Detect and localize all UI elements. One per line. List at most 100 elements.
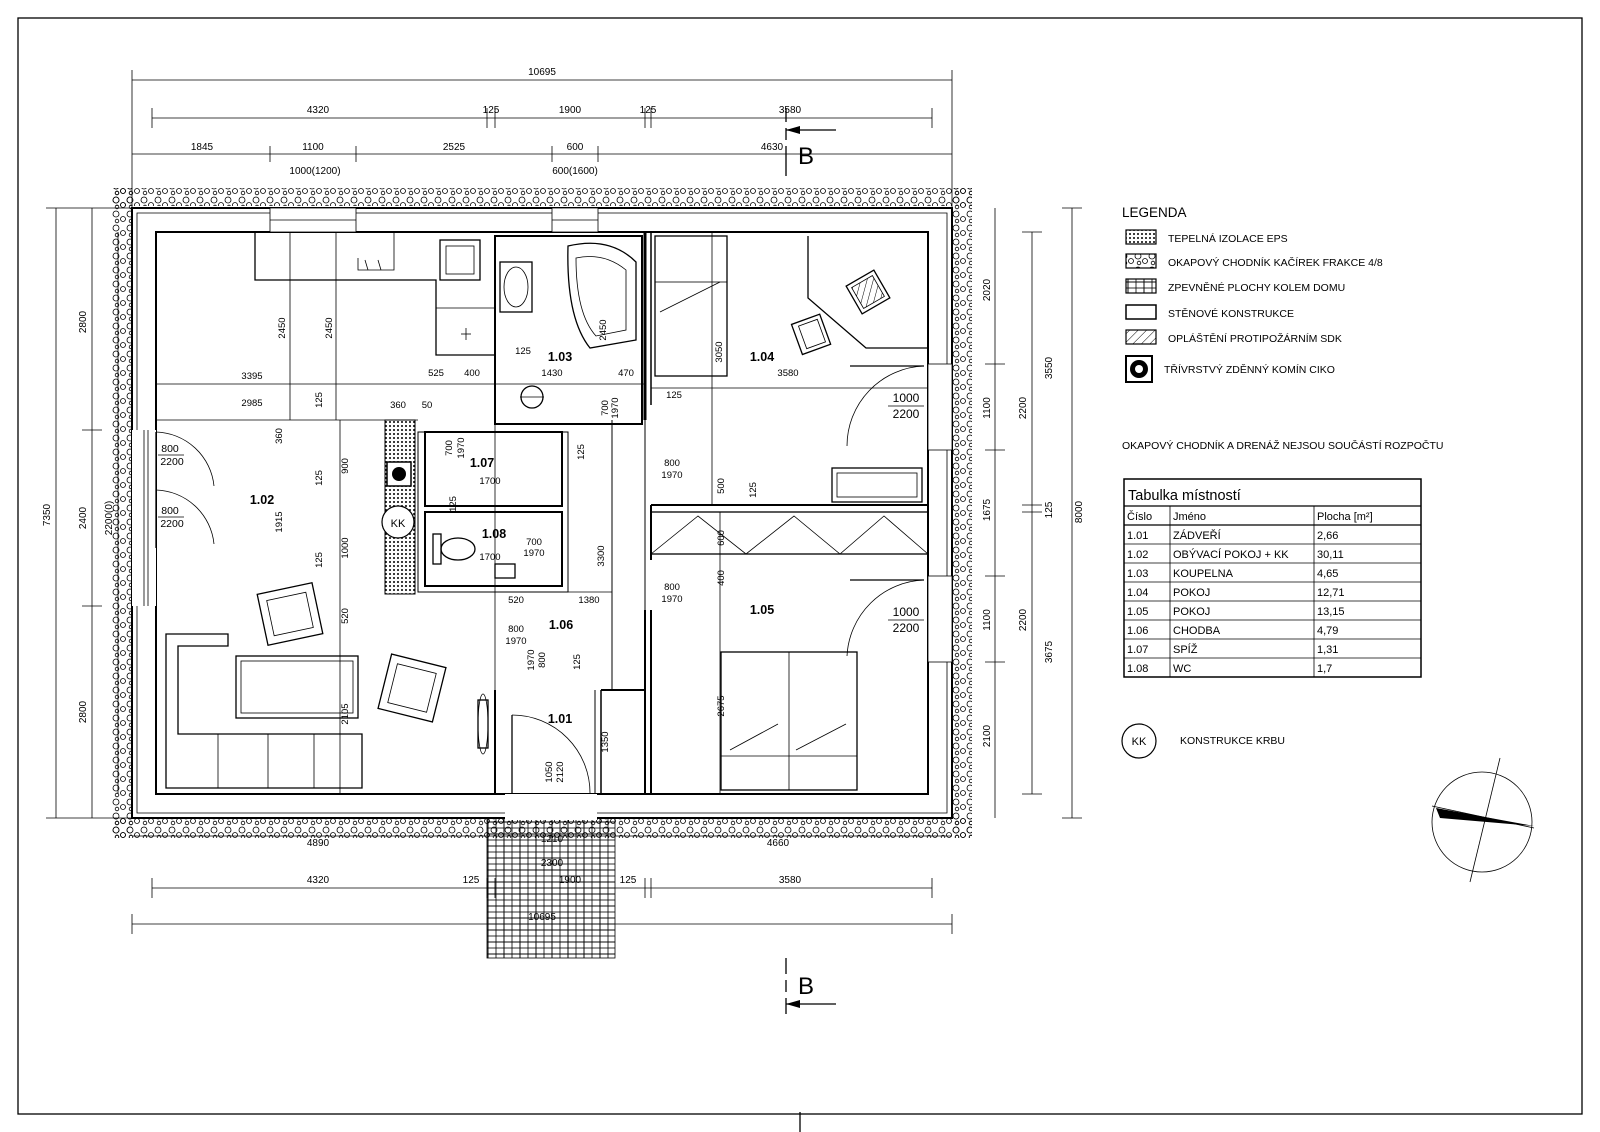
room-1-06: 1.06 bbox=[549, 618, 573, 632]
dim-left-2: 2800 bbox=[78, 700, 89, 723]
tv-icon bbox=[477, 699, 489, 749]
legend-swatch-walls bbox=[1125, 304, 1157, 320]
th-area: Plocha [m²] bbox=[1317, 511, 1373, 523]
table-cell: 1.03 bbox=[1127, 568, 1148, 580]
table-cell: POKOJ bbox=[1173, 606, 1210, 618]
room-1-05: 1.05 bbox=[750, 603, 774, 617]
kitchen-counter bbox=[254, 232, 495, 356]
room-1-01: 1.01 bbox=[548, 712, 572, 726]
table-cell: 1,31 bbox=[1317, 644, 1338, 656]
door3-height: 2200 bbox=[893, 407, 920, 421]
table-cell: CHODBA bbox=[1173, 625, 1221, 637]
room-numbers: 1.01 1.02 1.03 1.04 1.05 1.06 1.07 1.08 bbox=[250, 350, 774, 726]
toilet-icon bbox=[440, 537, 476, 561]
dim-50: 50 bbox=[422, 400, 433, 411]
dimension-texts: 10695 4320 125 1900 125 3580 1845 1100 2… bbox=[42, 67, 1085, 923]
dim-top2-2: 1900 bbox=[559, 105, 582, 116]
dim-bottom-3: 125 bbox=[620, 875, 637, 886]
desk-104-icon bbox=[807, 236, 928, 349]
bathtub-icon bbox=[567, 242, 637, 349]
dim-right-mid-2: 3675 bbox=[1044, 640, 1055, 663]
table-cell: 1.05 bbox=[1127, 606, 1148, 618]
room-table: Tabulka místností Číslo Jméno Plocha [m²… bbox=[1123, 478, 1422, 678]
dim-125c: 125 bbox=[314, 552, 325, 568]
dim-bottom-1: 125 bbox=[463, 875, 480, 886]
dim-top3-4: 4630 bbox=[761, 142, 784, 153]
dim-1970f: 1970 bbox=[661, 470, 682, 481]
dim-right-3: 1100 bbox=[982, 609, 993, 631]
dim-top3-1: 1100 bbox=[302, 142, 324, 153]
dim-125b: 125 bbox=[314, 470, 325, 486]
dim-360a: 360 bbox=[390, 400, 406, 411]
dim-1970b: 1970 bbox=[456, 437, 467, 458]
dim-125e: 125 bbox=[576, 444, 587, 460]
coffee-table-icon bbox=[235, 655, 359, 719]
dim-bottom-4: 3580 bbox=[779, 875, 802, 886]
section-mark-top: B bbox=[798, 143, 814, 170]
table-cell: OBÝVACÍ POKOJ + KK bbox=[1173, 548, 1289, 561]
dim-left-1: 2400 bbox=[78, 506, 89, 529]
wc-sink-icon bbox=[494, 563, 516, 579]
dim-top2-1: 125 bbox=[483, 105, 500, 116]
legend-item-2: ZPEVNĚNÉ PLOCHY KOLEM DOMU bbox=[1168, 281, 1345, 294]
dim-360b: 360 bbox=[274, 428, 285, 444]
table-cell: WC bbox=[1173, 663, 1191, 675]
dim-right-4: 2100 bbox=[982, 724, 993, 747]
legend: LEGENDA TEPELNÁ IZOLACE EPS OKAPOVÝ CHOD… bbox=[1122, 205, 1443, 452]
legend-swatch-paving bbox=[1125, 278, 1157, 294]
dim-2120: 2120 bbox=[555, 761, 566, 782]
fireplace-kk-symbol bbox=[381, 505, 415, 539]
legend-swatch-sdk bbox=[1125, 329, 1157, 345]
table-cell: 1.08 bbox=[1127, 663, 1148, 675]
dim-window-a: 1000(1200) bbox=[289, 166, 340, 177]
legend-item-5: TŘÍVRSTVÝ ZDĚNNÝ KOMÍN CIKO bbox=[1164, 363, 1335, 376]
dimension-lines bbox=[46, 70, 1082, 934]
dim-1970e: 1970 bbox=[526, 649, 537, 670]
legend-item-1: OKAPOVÝ CHODNÍK KAČÍREK FRAKCE 4/8 bbox=[1168, 256, 1383, 269]
door-swings bbox=[155, 365, 925, 795]
washbasin-icon bbox=[499, 261, 533, 313]
room104-furniture bbox=[654, 235, 928, 503]
table-cell: SPÍŽ bbox=[1173, 643, 1198, 656]
dim-800d: 800 bbox=[664, 582, 680, 593]
dim-total-top: 10695 bbox=[528, 67, 556, 78]
dim-700c: 700 bbox=[526, 537, 542, 548]
table-cell: 2,66 bbox=[1317, 530, 1338, 542]
dim-520a: 520 bbox=[340, 608, 351, 624]
dim-1970d: 1970 bbox=[505, 636, 526, 647]
dim-2105: 2105 bbox=[340, 703, 351, 724]
dim-window-b: 600(1600) bbox=[552, 166, 598, 177]
dim-800a: 800 bbox=[508, 624, 524, 635]
dim-470: 470 bbox=[618, 368, 634, 379]
dim-125d: 125 bbox=[515, 346, 531, 357]
wardrobe-104-icon bbox=[831, 467, 923, 503]
table-cell: 4,79 bbox=[1317, 625, 1338, 637]
sofa-icon bbox=[165, 633, 363, 789]
dim-1700a: 1700 bbox=[479, 476, 500, 487]
table-cell: POKOJ bbox=[1173, 587, 1210, 599]
dim-1970a: 1970 bbox=[610, 397, 621, 418]
door-labels: 800 2200 800 2200 1000 2200 1000 2200 bbox=[158, 391, 924, 635]
outer-walls bbox=[131, 207, 953, 820]
fireplace-kk-label: KK bbox=[391, 518, 406, 530]
dim-left-0: 2800 bbox=[78, 310, 89, 333]
dim-3395: 3395 bbox=[241, 371, 262, 382]
legend-title: LEGENDA bbox=[1122, 205, 1187, 220]
armchair-right-icon bbox=[377, 653, 447, 723]
dim-700b: 700 bbox=[444, 440, 455, 456]
gravel-band bbox=[112, 188, 972, 838]
table-cell: 4,65 bbox=[1317, 568, 1338, 580]
door2-width: 800 bbox=[161, 505, 179, 517]
door4-width: 1000 bbox=[893, 605, 920, 619]
dim-right-outer: 8000 bbox=[1074, 500, 1085, 523]
room-1-04: 1.04 bbox=[750, 350, 774, 364]
door1-height: 2200 bbox=[160, 456, 184, 468]
dim-125f: 125 bbox=[448, 496, 459, 512]
dim-right-mid-1: 125 bbox=[1044, 501, 1055, 518]
dim-125i: 125 bbox=[748, 482, 759, 498]
bathroom-fixtures bbox=[499, 242, 637, 409]
dim-520b: 520 bbox=[508, 595, 524, 606]
interior-dimension-texts: 3395 2985 2450 2450 525 400 125 360 50 3… bbox=[241, 317, 798, 782]
legend-item-4: OPLÁŠTĚNÍ PROTIPOŽÁRNÍM SDK bbox=[1168, 332, 1342, 345]
door2-height: 2200 bbox=[160, 518, 184, 530]
